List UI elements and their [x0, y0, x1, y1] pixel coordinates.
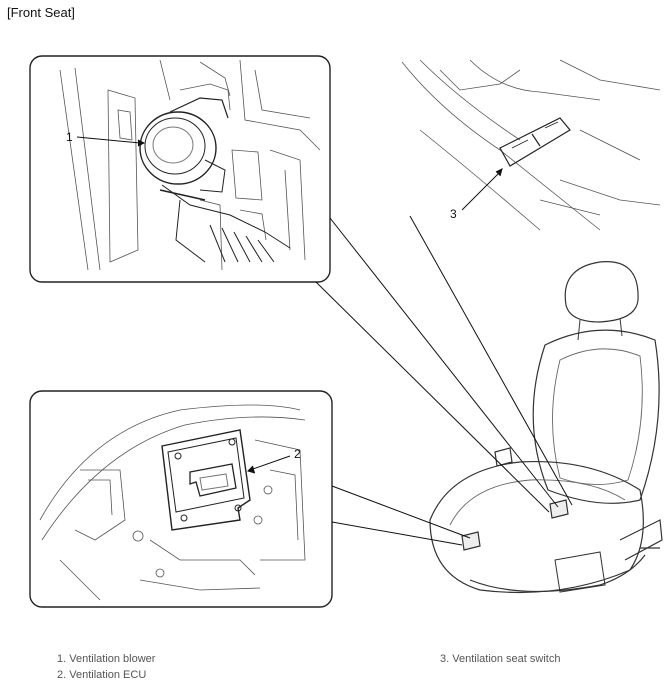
- callout-2: 2: [294, 447, 301, 461]
- ventilation-blower-icon: [139, 97, 291, 263]
- legend-item-switch: 3. Ventilation seat switch: [440, 653, 561, 665]
- ecu-detail-panel: [29, 390, 333, 608]
- callout-3: 3: [450, 207, 457, 221]
- blower-detail-panel: [29, 55, 331, 283]
- front-seat-icon: [429, 261, 663, 594]
- callout-1: 1: [66, 130, 73, 144]
- leader-lines: [315, 215, 573, 546]
- ventilation-ecu-icon: [161, 429, 251, 531]
- seat-switch-area: [401, 59, 661, 231]
- legend-item-blower: 1. Ventilation blower: [57, 653, 156, 665]
- callout-pointers: [76, 136, 503, 474]
- seat-switch-icon: [499, 117, 571, 167]
- legend-item-ecu: 2. Ventilation ECU: [57, 669, 147, 681]
- section-title: [Front Seat]: [7, 5, 75, 20]
